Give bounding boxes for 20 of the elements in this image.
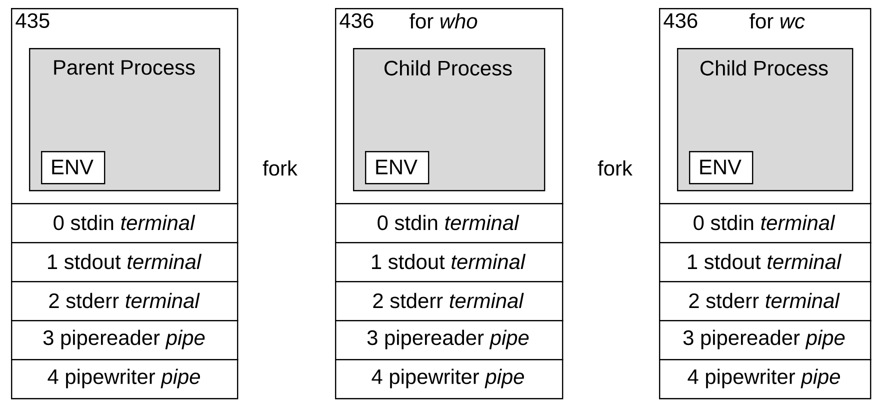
descriptor-row: 0 stdin terminal (11, 203, 238, 244)
fork-label: fork (598, 160, 632, 176)
descriptor-row: 0 stdin terminal (335, 203, 564, 244)
descriptor-row: 1 stdout terminal (11, 242, 238, 282)
env-box: ENV (689, 151, 754, 184)
descriptor-row: 4 pipewriter pipe (659, 359, 872, 400)
descriptor-row: 0 stdin terminal (659, 203, 872, 244)
descriptor-row: 3 pipereader pipe (659, 320, 872, 360)
descriptor-row: 1 stdout terminal (659, 242, 872, 282)
descriptor-row: 2 stderr terminal (11, 281, 238, 322)
descriptor-row: 2 stderr terminal (335, 281, 564, 322)
env-box: ENV (41, 151, 106, 184)
descriptor-row: 1 stdout terminal (335, 242, 564, 282)
descriptor-row: 4 pipewriter pipe (11, 359, 238, 400)
descriptor-row: 3 pipereader pipe (335, 320, 564, 360)
descriptor-row: 4 pipewriter pipe (335, 359, 564, 400)
fork-label: fork (262, 160, 298, 176)
descriptor-row: 3 pipereader pipe (11, 320, 238, 360)
env-box: ENV (365, 151, 430, 184)
descriptor-row: 2 stderr terminal (659, 281, 872, 322)
